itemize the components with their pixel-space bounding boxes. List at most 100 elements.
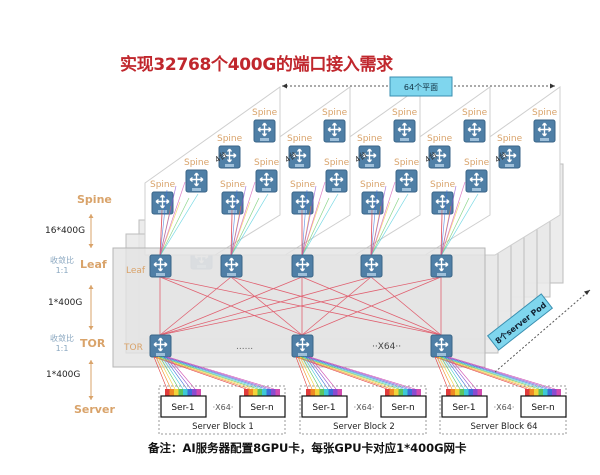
spine-label: Spine: [430, 180, 456, 190]
switch-badge: [435, 164, 444, 167]
switch-arrows-icon: [435, 194, 450, 209]
tor-server-link: [299, 356, 396, 390]
spine-label: Spine: [392, 108, 418, 118]
gpu-nic-port: [459, 389, 464, 396]
server-block-label: Server Block 64: [470, 422, 537, 432]
pod-span-arrow: [494, 289, 591, 373]
bandwidth-tor-server: 1*400G: [46, 370, 81, 380]
tor-server-link: [303, 356, 404, 390]
tor-server-link: [307, 356, 412, 390]
switch-badge: [437, 273, 446, 276]
plane-count-label: 64个平面: [404, 83, 438, 92]
tor-switch: [291, 334, 314, 358]
tier-label-leaf: Leaf: [80, 258, 107, 271]
leaf-switch: [360, 254, 383, 278]
tor-server-link: [446, 356, 552, 390]
spine-leaf-link: [159, 197, 190, 257]
arrowhead-icon: [584, 290, 590, 295]
gpu-nic-port: [244, 389, 249, 396]
tor-server-link: [159, 356, 180, 390]
switch-arrows-icon: [434, 337, 449, 352]
switch-arrows-icon: [153, 337, 168, 352]
gpu-nic-port: [253, 389, 258, 396]
spine-label: Spine: [427, 134, 453, 144]
ratio-leaf-value: 1:1: [55, 266, 69, 275]
server-box-first: [301, 395, 348, 418]
switch-arrows-icon: [327, 122, 342, 137]
spine-switch: [253, 119, 276, 143]
inner-leaf-label: Leaf: [126, 266, 146, 276]
server-last-label: Ser-n: [531, 403, 554, 413]
tor-server-link: [444, 356, 469, 390]
switch-arrows-icon: [434, 257, 449, 272]
gpu-nic-port: [473, 389, 478, 396]
footnote: 备注：AI服务器配置8GPU卡，每张GPU卡对应1*400G网卡: [148, 441, 467, 455]
spine-leaf-link: [230, 189, 238, 257]
gpu-nic-port: [178, 389, 183, 396]
tor-switch: [149, 334, 172, 358]
spine-switch: [291, 191, 314, 215]
gpu-nic-port: [446, 389, 451, 396]
switch-badge: [156, 273, 165, 276]
switch-badge: [540, 138, 549, 141]
tor-server-link: [167, 356, 196, 390]
leaf-switch: [291, 254, 314, 278]
spine-leaf-link: [159, 193, 199, 257]
tor-server-link: [159, 356, 259, 390]
spine-label: Spine: [290, 180, 316, 190]
switch-badge: [505, 164, 514, 167]
gpu-nic-port: [275, 389, 280, 396]
spine-leaf-link: [440, 213, 443, 257]
switch-arrows-icon: [329, 172, 344, 187]
switch-arrows-icon: [259, 172, 274, 187]
tor-server-link: [448, 356, 477, 390]
tor-server-link: [165, 356, 192, 390]
gpu-nic-port: [464, 389, 469, 396]
tor-server-link: [442, 356, 544, 390]
tor-server-link: [444, 356, 548, 390]
gpu-nic-port: [174, 389, 179, 396]
switch-badge: [367, 273, 376, 276]
gpu-nic-port: [187, 389, 192, 396]
spine-label: Spine: [464, 158, 490, 168]
gpu-nic-port: [412, 389, 417, 396]
spine-switch: [218, 145, 241, 169]
gpu-nic-port: [389, 389, 394, 396]
switch-badge: [192, 188, 201, 191]
gpu-nic-port: [529, 389, 534, 396]
spine-label: Spine: [360, 180, 386, 190]
spine-leaf-link: [440, 181, 466, 257]
tor-server-link: [167, 356, 275, 390]
switch-arrows-icon: [467, 122, 482, 137]
spine-switch: [221, 191, 244, 215]
gpu-nic-port: [547, 389, 552, 396]
switch-badge: [365, 164, 374, 167]
tor-server-link: [153, 356, 168, 390]
tor-server-link: [438, 356, 457, 390]
tor-server-link: [305, 356, 408, 390]
inner-tor-label: TOR: [123, 343, 143, 353]
switch-badge: [330, 138, 339, 141]
spine-switch: [465, 169, 488, 193]
spine-leaf-link: [301, 193, 339, 257]
spine-leaf-link: [440, 185, 457, 257]
gpu-nic-port: [525, 389, 530, 396]
gpu-nic-port: [192, 389, 197, 396]
server-multiplier: ·X64·: [494, 403, 515, 412]
tier-label-spine: Spine: [77, 193, 112, 206]
spine-leaf-link: [159, 213, 163, 257]
tor-switch: [430, 334, 453, 358]
gpu-nic-port: [398, 389, 403, 396]
switch-arrows-icon: [399, 172, 414, 187]
server-last-label: Ser-n: [250, 403, 273, 413]
switch-arrows-icon: [225, 194, 240, 209]
switch-badge: [158, 210, 167, 213]
spine-label: Spine: [357, 134, 383, 144]
switch-arrows-icon: [189, 172, 204, 187]
spine-label: Spine: [254, 158, 280, 168]
gpu-nic-port: [169, 389, 174, 396]
switch-badge: [225, 164, 234, 167]
gpu-nic-port: [183, 389, 188, 396]
gpu-nic-port: [403, 389, 408, 396]
